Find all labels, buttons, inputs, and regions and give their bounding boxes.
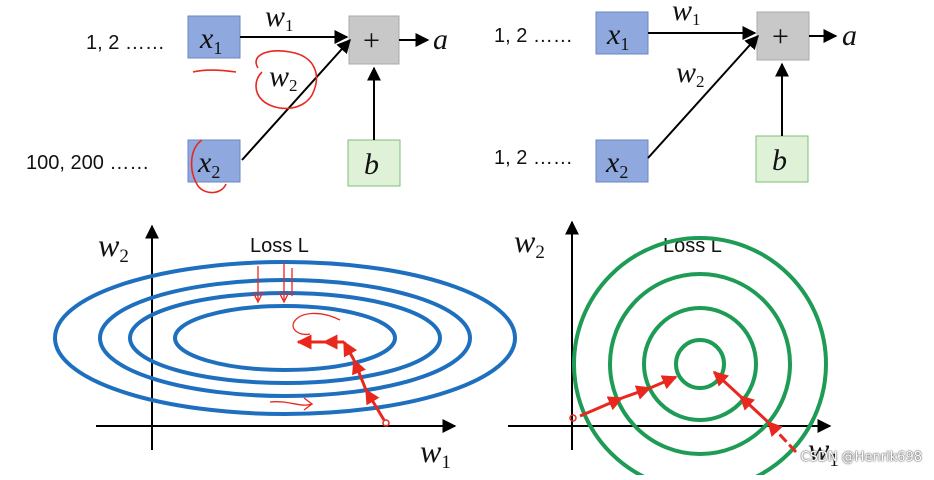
left-plot-title: Loss L (250, 235, 309, 257)
right-input2-values: 1, 2 …… (494, 147, 573, 169)
left-contour-2 (98, 278, 472, 398)
left-x1-node (187, 15, 241, 59)
left-contour-4 (173, 304, 397, 372)
left-handwritten-annotations (252, 262, 341, 411)
watermark: CSDN @Henrik698 (800, 450, 922, 465)
left-w2-label: w2 (269, 60, 298, 95)
right-loss-plot: w2 w1 Loss L (508, 220, 839, 480)
right-bias-label: b (772, 144, 787, 177)
right-sum-node (756, 11, 810, 61)
right-w2-label: w2 (676, 56, 705, 91)
right-y-axis-label: w2 (514, 223, 545, 263)
left-descent-path (296, 334, 386, 421)
left-input2-values: 100, 200 …… (26, 152, 149, 174)
left-start-point (382, 419, 390, 427)
right-sum-label: + (772, 20, 789, 53)
right-contour-3 (642, 306, 758, 422)
left-sum-node (348, 15, 400, 65)
right-bias-node (755, 135, 809, 183)
left-output-label: a (433, 23, 448, 56)
left-x2-node (187, 139, 241, 183)
right-x1-node (595, 11, 649, 55)
left-y-axis-label: w2 (98, 227, 129, 267)
left-x2-label: x2 (197, 146, 220, 182)
left-input1-values: 1, 2 …… (86, 32, 165, 54)
right-x2-node (595, 139, 649, 183)
left-bias-label: b (364, 148, 379, 181)
right-contour-4 (674, 338, 726, 390)
right-network: 1, 2 …… 1, 2 …… x1 x2 + b a w1 w2 (494, 0, 857, 183)
left-bias-node (347, 139, 401, 187)
right-start-point (569, 414, 577, 422)
right-contour-2 (608, 272, 792, 456)
left-contour-3 (128, 291, 442, 385)
right-descent-path-left (579, 375, 678, 418)
right-x1-label: x1 (606, 18, 629, 54)
right-descent-path-right (712, 370, 798, 454)
right-edge-x2-sum (647, 34, 759, 159)
left-network: 1, 2 …… 100, 200 …… x1 x2 + b a w1 w2 (26, 0, 448, 194)
left-x2-circle-annotation (190, 139, 227, 194)
left-w2-circle-annotation (255, 50, 318, 110)
right-w1-label: w1 (672, 0, 701, 29)
left-w1-label: w1 (265, 0, 294, 35)
right-output-label: a (842, 19, 857, 52)
right-x-axis-label: w1 (808, 431, 839, 471)
left-sum-label: + (363, 24, 380, 57)
left-contour-1 (53, 260, 517, 416)
left-x1-underline-annotation (192, 69, 237, 73)
left-x1-label: x1 (199, 22, 222, 58)
right-x2-label: x2 (605, 146, 628, 182)
right-contour-1 (572, 236, 828, 480)
left-loss-plot: w2 w1 Loss L (53, 224, 517, 473)
right-input1-values: 1, 2 …… (494, 25, 573, 47)
left-x-axis-label: w1 (420, 433, 451, 473)
left-edge-x2-sum (241, 38, 351, 161)
